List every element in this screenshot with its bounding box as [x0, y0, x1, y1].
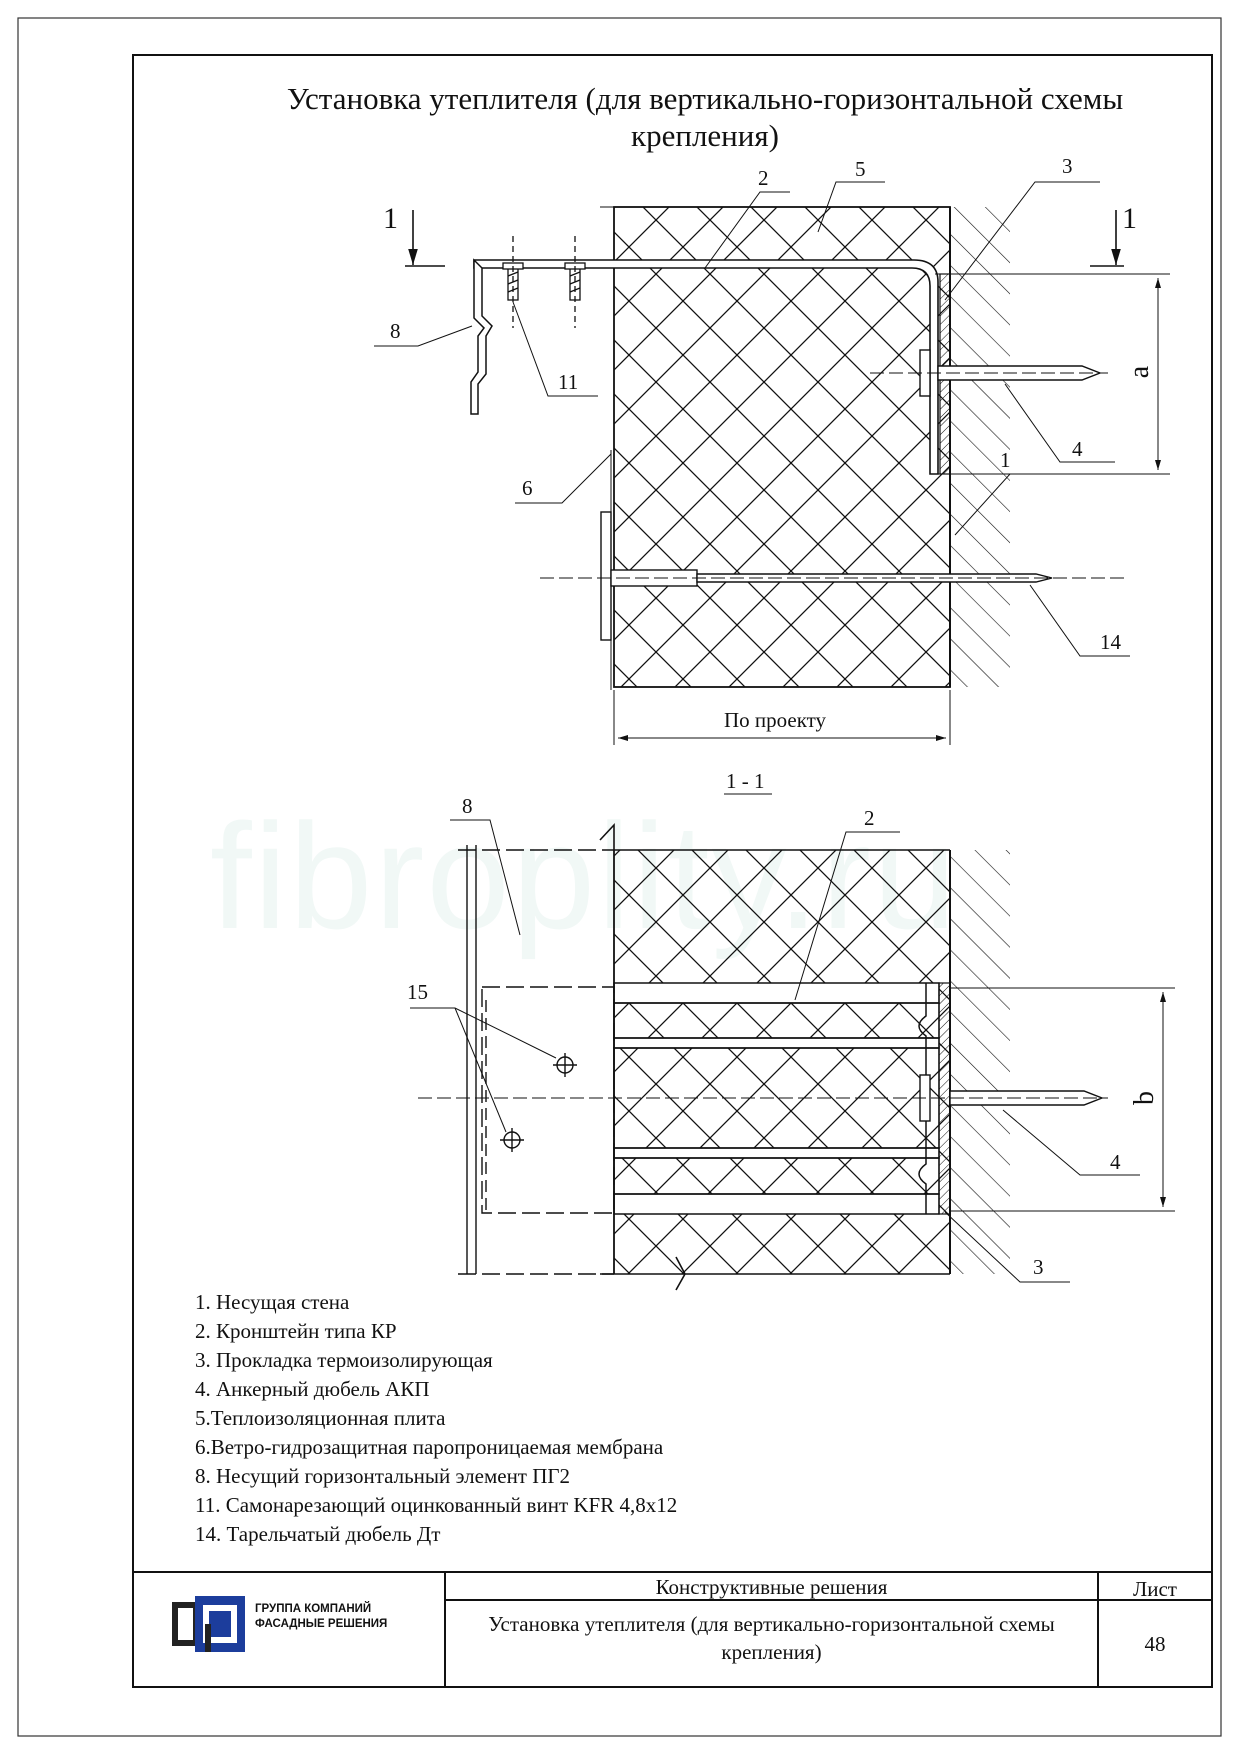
section-title: 1 - 1 — [726, 769, 765, 793]
title-block-sheet-number: 48 — [1144, 1632, 1166, 1656]
title-block-drawing-title: Установка утеплителя (для вертикально-го… — [488, 1612, 1055, 1664]
dimension-b: b — [1129, 1091, 1160, 1105]
section-view — [410, 793, 1175, 1291]
legend-item: 2. Кронштейн типа КР — [195, 1319, 397, 1343]
legend-item: 6.Ветро-гидрозащитная паропроницаемая ме… — [195, 1435, 664, 1459]
company-name: ГРУППА КОМПАНИЙ ФАСАДНЫЕ РЕШЕНИЯ — [255, 1603, 388, 1630]
callout-14: 14 — [1100, 630, 1121, 654]
callout-4: 4 — [1072, 437, 1083, 461]
callout-6: 6 — [522, 476, 533, 500]
anchor-dowel-top — [870, 349, 1108, 397]
insulation-board-top — [613, 206, 951, 688]
page-title: Установка утеплителя (для вертикально-го… — [286, 81, 1124, 153]
bearing-wall-top — [950, 207, 1010, 687]
anchor-dowel-section — [418, 1074, 1108, 1122]
screw-holes-section — [500, 1053, 577, 1152]
legend-item: 8. Несущий горизонтальный элемент ПГ2 — [195, 1464, 571, 1488]
callout-section-4: 4 — [1110, 1150, 1121, 1174]
legend-item: 4. Анкерный дюбель АКП — [195, 1377, 430, 1401]
callout-2: 2 — [758, 166, 769, 190]
legend-item: 11. Самонарезающий оцинкованный винт KFR… — [195, 1493, 678, 1517]
dimension-a: a — [1124, 365, 1156, 379]
callout-3: 3 — [1062, 154, 1073, 178]
leaders-top — [374, 181, 1130, 657]
section-mark-right: 1 — [1122, 202, 1137, 235]
callout-section-8: 8 — [462, 794, 473, 818]
horizontal-profile-section — [458, 845, 615, 1275]
title-block-section: Конструктивные решения — [655, 1575, 888, 1599]
callout-section-15: 15 — [407, 980, 428, 1004]
frame-border — [132, 54, 1213, 1688]
callout-section-2: 2 — [864, 806, 875, 830]
leaders-section — [410, 819, 1140, 1283]
bearing-wall-section — [950, 850, 1010, 1274]
dimension-width: По проекту — [724, 708, 827, 732]
top-view — [374, 181, 1170, 745]
title-block-lines — [133, 1571, 1212, 1687]
plate-dowel-top — [540, 511, 1126, 641]
bracket-section — [613, 982, 940, 1215]
legend-item: 3. Прокладка термоизолирующая — [195, 1348, 493, 1372]
company-logo — [172, 1596, 245, 1652]
callout-11: 11 — [558, 370, 579, 394]
horizontal-profile-top — [470, 258, 493, 415]
thermal-pad-section — [938, 982, 951, 1215]
legend-item: 14. Тарельчатый дюбель Дт — [195, 1522, 441, 1546]
legend-item: 5.Теплоизоляционная плита — [195, 1406, 446, 1430]
screws-top — [502, 236, 586, 328]
callout-1: 1 — [1000, 448, 1011, 472]
legend: 1. Несущая стена 2. Кронштейн типа КР 3.… — [195, 1288, 677, 1549]
title-block-sheet-label: Лист — [1133, 1577, 1177, 1601]
callout-8: 8 — [390, 319, 401, 343]
callout-5: 5 — [855, 157, 866, 181]
outer-border — [17, 17, 1222, 1737]
section-mark-left: 1 — [383, 202, 398, 235]
callout-section-3: 3 — [1033, 1255, 1044, 1279]
legend-item: 1. Несущая стена — [195, 1290, 350, 1314]
